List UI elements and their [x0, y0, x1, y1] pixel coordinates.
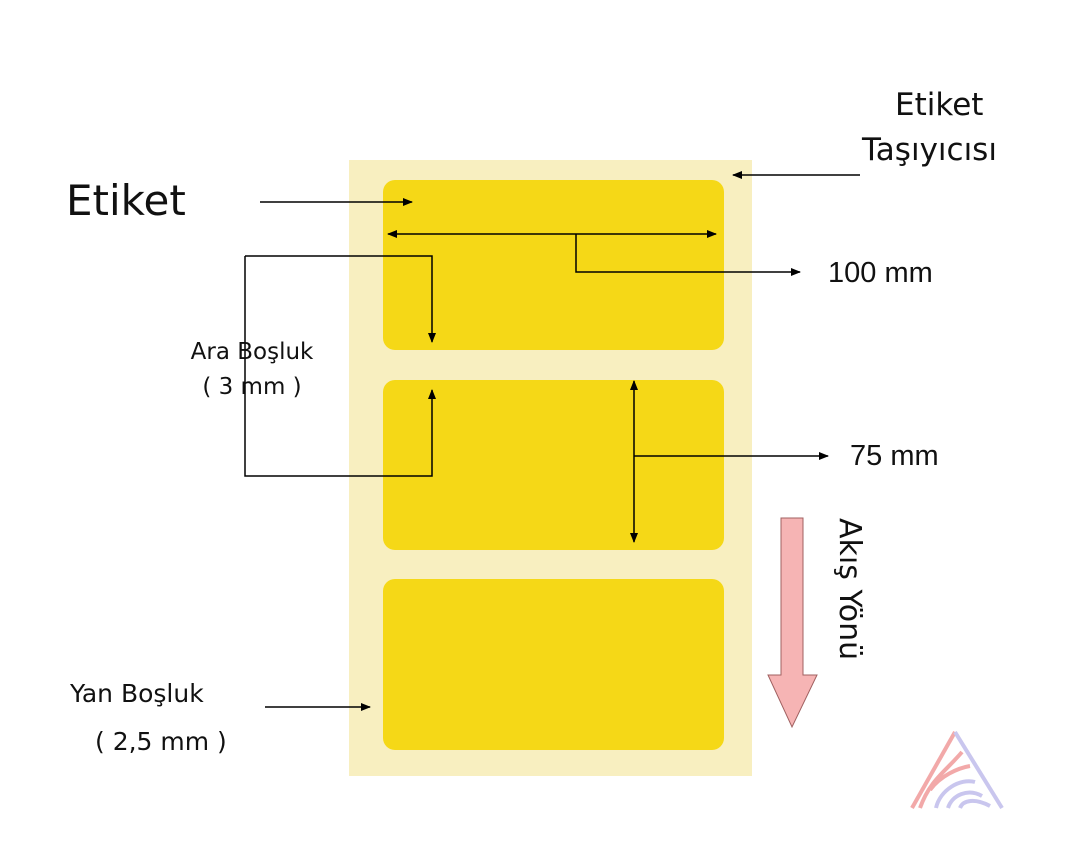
etiket-title: Etiket: [66, 176, 186, 225]
width-leader: [575, 234, 801, 276]
label-3: [383, 579, 724, 750]
flow-direction: Akış Yönü: [832, 518, 867, 660]
gap-bracket-bottom: [244, 256, 436, 477]
arrow-down-icon: [767, 517, 818, 729]
label-1: [383, 180, 724, 350]
width-value: 100 mm: [828, 257, 933, 289]
carrier-title-line1: Etiket: [895, 87, 983, 123]
side-gap-value: ( 2,5 mm ): [95, 727, 227, 756]
gap-bracket-top: [245, 255, 436, 343]
side-gap-title: Yan Boşluk: [69, 679, 204, 708]
brand-logo-icon: [910, 730, 1004, 810]
label-2: [383, 380, 724, 550]
height-value: 75 mm: [850, 440, 939, 472]
carrier-title-line2: Taşıyıcısı: [861, 132, 997, 168]
gap-title: Ara Boşluk: [191, 339, 314, 365]
gap-value: ( 3 mm ): [202, 374, 301, 400]
